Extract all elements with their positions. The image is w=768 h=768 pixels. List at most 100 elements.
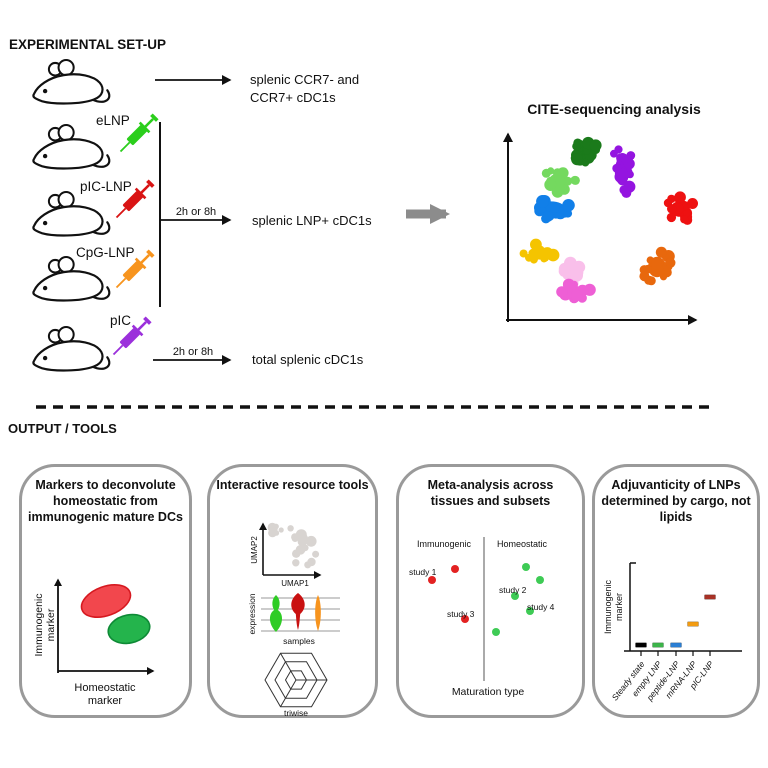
umap-dot	[287, 525, 294, 532]
cluster-dot	[665, 257, 676, 268]
umap-blob	[267, 522, 320, 569]
adj-mark	[704, 594, 716, 600]
cluster-dot	[548, 180, 557, 189]
triwise-hexagon	[284, 670, 308, 690]
violin-orange	[315, 595, 321, 631]
cluster-dot	[614, 145, 623, 154]
meta-xlabel: Maturation type	[452, 686, 525, 698]
study-label: study 2	[499, 585, 527, 595]
cluster-dot	[563, 269, 572, 277]
injection-label-elnp: eLNP	[96, 113, 130, 128]
meta-dot-immunogenic	[451, 565, 459, 573]
cluster-dot	[666, 212, 677, 223]
markers-plot: Immunogenic marker Homeostatic marker	[33, 578, 155, 707]
cluster-dot	[562, 199, 575, 212]
immunogenic-blob	[80, 584, 132, 618]
cluster-dot	[659, 273, 668, 281]
cluster-dot	[589, 139, 602, 152]
timing-label: 2h or 8h	[176, 206, 216, 218]
violin-ylabel: expression	[247, 593, 257, 634]
outcome-naive-line2: CCR7+ cDC1s	[250, 90, 336, 105]
markers-ylabel-1: Immunogenic	[33, 593, 45, 656]
triwise-hexagon	[274, 661, 318, 699]
cluster-dot	[626, 151, 636, 160]
adj-mark	[635, 642, 647, 648]
triwise-label: triwise	[284, 708, 308, 718]
cluster-dot	[562, 278, 575, 291]
cite-cluster-blobs	[519, 136, 698, 304]
cluster-dot	[551, 185, 564, 198]
triwise-diagram	[264, 652, 328, 708]
cluster-dot	[639, 271, 650, 282]
meta-study-dots	[428, 563, 544, 636]
mouse-icon	[32, 190, 111, 237]
umap-dot	[273, 523, 279, 530]
outcome-naive-line1: splenic CCR7- and	[250, 72, 359, 87]
adj-ylabel-2: marker	[614, 593, 624, 621]
umap-ylabel: UMAP2	[250, 536, 259, 564]
mouse-icon	[32, 325, 111, 372]
section-title-experimental: EXPERIMENTAL SET-UP	[9, 37, 166, 52]
panel-adjuvanticity: Adjuvanticity of LNPs determined by carg…	[592, 464, 760, 718]
cluster-dot	[687, 198, 698, 209]
cluster-dot	[542, 211, 553, 222]
meta-dot-homeostatic	[492, 628, 500, 636]
panel-markers: Markers to deconvolute homeostatic from …	[19, 464, 192, 718]
umap-dot	[297, 536, 308, 547]
outcome-pic: total splenic cDC1s	[252, 352, 364, 367]
meta-dot-immunogenic	[428, 576, 436, 584]
study-label: study 4	[527, 602, 555, 612]
umap-dot	[297, 545, 304, 552]
umap-xlabel: UMAP1	[281, 579, 309, 588]
cluster-dot	[570, 289, 583, 301]
triwise-spoke	[280, 679, 297, 708]
cluster-dot	[667, 204, 677, 214]
panel-adjuvanticity-title: Adjuvanticity of LNPs determined by carg…	[601, 478, 751, 524]
injection-label-pic: pIC	[110, 313, 131, 328]
adj-mark	[687, 621, 699, 627]
meta-dot-homeostatic	[511, 592, 519, 600]
umap-dot	[305, 535, 317, 547]
adj-ylabel-1: Immunogenic	[603, 579, 613, 634]
umap-dot	[278, 527, 284, 533]
umap-dot	[292, 559, 300, 567]
study-label: study 1	[409, 567, 437, 577]
cluster-dot	[532, 240, 541, 249]
cluster-dot	[519, 249, 528, 258]
homeostatic-blob	[107, 613, 151, 645]
markers-xlabel-2: marker	[88, 695, 123, 707]
timing-label: 2h or 8h	[173, 346, 213, 358]
adj-mark	[652, 642, 664, 648]
adj-mark	[670, 642, 682, 648]
mouse-icon	[32, 255, 111, 302]
umap-dot	[291, 533, 299, 541]
cluster-dot	[674, 191, 686, 203]
meta-dot-homeostatic	[536, 576, 544, 584]
violin-xlabel: samples	[283, 636, 315, 646]
cluster-dot	[623, 180, 636, 193]
cluster-dot	[536, 195, 549, 208]
injection-label-piclnp: pIC-LNP	[80, 179, 132, 194]
triwise-spoke	[280, 652, 297, 681]
cluster-dot	[556, 286, 568, 298]
cluster-dot	[541, 168, 551, 178]
injection-label-cpglnp: CpG-LNP	[76, 245, 135, 260]
violin-plot	[261, 593, 340, 632]
cluster-dot	[646, 276, 656, 286]
cluster-dot	[682, 209, 691, 217]
meta-dot-homeostatic	[522, 563, 530, 571]
outcome-lnp: splenic LNP+ cDC1s	[252, 213, 372, 228]
cluster-dot	[572, 141, 581, 151]
meta-col-homeostatic: Homeostatic	[497, 539, 548, 549]
cluster-dot	[581, 158, 590, 167]
cluster-dot	[571, 153, 583, 166]
cluster-dot	[651, 258, 662, 270]
cite-title: CITE-sequencing analysis	[527, 101, 701, 117]
cluster-dot	[550, 203, 560, 213]
mouse-icon	[32, 123, 111, 170]
